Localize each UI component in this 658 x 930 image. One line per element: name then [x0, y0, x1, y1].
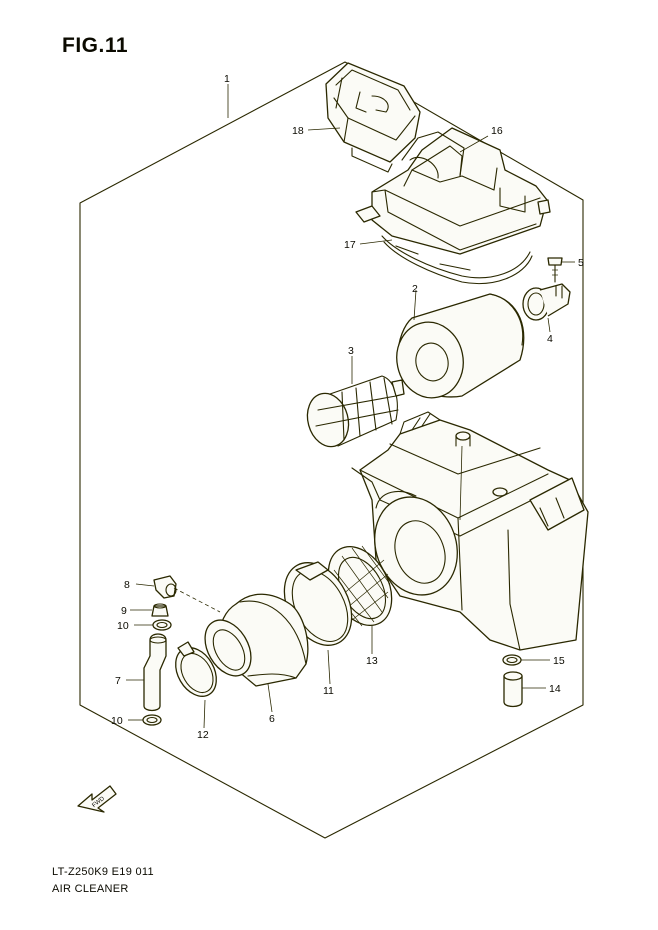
callout-8: 8	[124, 579, 130, 591]
callout-numbers: 1 18 16 17 5 2 4 3 8 9 10 7 10 12 6 11 1…	[111, 73, 584, 741]
forward-arrow-icon: FWD	[77, 785, 117, 813]
part-10-clip-lower	[142, 714, 162, 726]
part-18-intake-cap	[325, 62, 421, 173]
callout-6: 6	[269, 713, 275, 725]
part-3-filter-cage	[306, 375, 405, 448]
part-6-outlet-tube	[204, 593, 309, 687]
figure-title: FIG.11	[62, 34, 129, 57]
callout-2: 2	[412, 283, 418, 295]
callout-7: 7	[115, 675, 121, 687]
callout-15: 15	[553, 655, 565, 667]
part-9-grommet	[151, 603, 169, 617]
callout-16: 16	[491, 125, 503, 137]
callout-13: 13	[366, 655, 378, 667]
part-10-clip-upper	[152, 619, 172, 631]
section-name: AIR CLEANER	[52, 883, 129, 895]
part-14-drain-plug	[503, 671, 523, 708]
callout-9: 9	[121, 605, 127, 617]
part-15-clip	[502, 654, 522, 666]
leader-lines	[126, 84, 575, 729]
callout-4: 4	[547, 333, 553, 345]
part-2-filter-element	[396, 293, 525, 399]
part-12-hose-clamp	[175, 641, 217, 697]
callout-18: 18	[292, 125, 304, 137]
part-16-top-cover	[355, 127, 551, 255]
callout-17: 17	[344, 239, 356, 251]
part-7-drain-hose	[143, 633, 167, 712]
callout-12: 12	[197, 729, 209, 741]
callout-11: 11	[323, 685, 334, 697]
part-5-screw	[547, 257, 563, 283]
callout-1: 1	[224, 73, 230, 85]
assembly-boundary	[79, 61, 584, 839]
part-8-elbow-fitting	[153, 575, 177, 599]
air-cleaner-case	[351, 411, 589, 651]
callout-10-upper: 10	[117, 620, 129, 632]
callout-10-lower: 10	[111, 715, 123, 727]
part-17-cover-seal	[381, 235, 533, 285]
callout-5: 5	[578, 257, 584, 269]
part-4-clamp-boot	[522, 283, 571, 321]
callout-14: 14	[549, 683, 561, 695]
model-code: LT-Z250K9 E19 011	[52, 866, 154, 878]
callout-3: 3	[348, 345, 354, 357]
